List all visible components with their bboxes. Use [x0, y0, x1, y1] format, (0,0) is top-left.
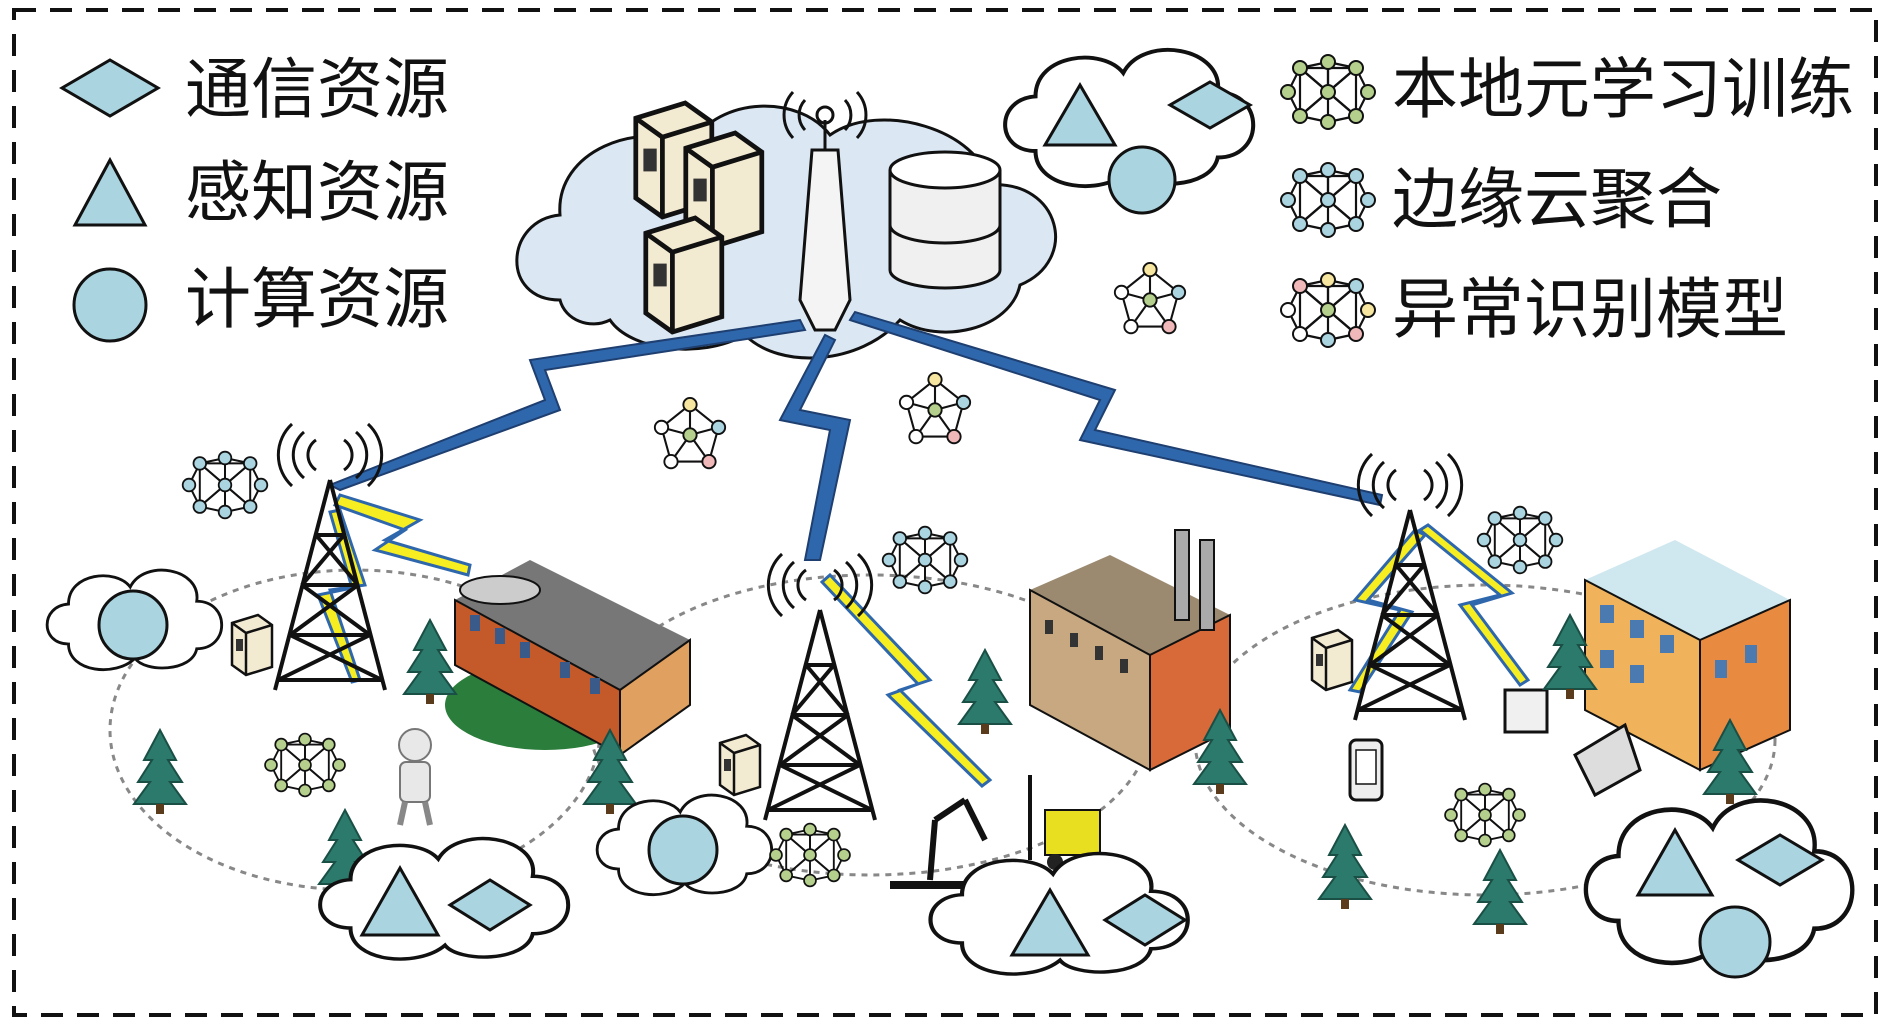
edge-aggregation-nn-icons: [181, 450, 1564, 595]
database-icon: [888, 150, 1002, 290]
computer-icon: [1503, 688, 1642, 798]
legend-label-communication: 通信资源: [185, 51, 449, 128]
legend-label-sensing: 感知资源: [185, 154, 449, 231]
legend-left: 通信资源 感知资源 计算资源: [59, 51, 449, 343]
diamond-icon: [59, 58, 161, 118]
robot-icon: [397, 728, 433, 826]
triangle-icon: [72, 156, 148, 227]
server-icon-right: [1310, 628, 1354, 692]
resource-cloud-left: [45, 568, 224, 672]
server-icon-left: [230, 613, 274, 677]
factory-building-icon: [1029, 529, 1231, 772]
legend-label-local-training: 本地元学习训练: [1392, 51, 1854, 128]
neural-net-blue-icon: [1280, 162, 1376, 238]
phone-icon: [1348, 738, 1384, 802]
legend-label-computing: 计算资源: [185, 261, 449, 338]
diagram-border: [12, 8, 1878, 1017]
resource-cloud-center: [595, 793, 774, 897]
neural-net-pastel-icon: [1280, 272, 1376, 348]
legend-label-edge-aggregation: 边缘云聚合: [1392, 161, 1722, 238]
backhaul-links: [327, 310, 1384, 561]
robot-arm-icon: [890, 797, 988, 889]
apartment-building-icon: [1584, 540, 1791, 772]
school-building-icon: [445, 560, 691, 757]
core-antenna-icon: [782, 90, 868, 332]
neural-net-green-icon: [1280, 54, 1376, 130]
legend-right: 本地元学习训练 边缘云聚合 异常识别模型: [1280, 51, 1854, 348]
resource-cloud-bottom-left: [320, 839, 568, 959]
edge-area-right: [1193, 583, 1777, 897]
tower-center: [763, 552, 877, 822]
tower-left: [273, 422, 387, 692]
local-training-nn-icons: [264, 732, 1526, 888]
resource-cloud-top-right: [1005, 50, 1253, 215]
resource-cloud-bottom-right: [1586, 800, 1852, 979]
legend-label-anomaly-model: 异常识别模型: [1392, 271, 1788, 348]
resource-cloud-bottom-center: [931, 854, 1188, 974]
server-icon-center: [718, 733, 762, 797]
circle-icon: [72, 267, 148, 343]
